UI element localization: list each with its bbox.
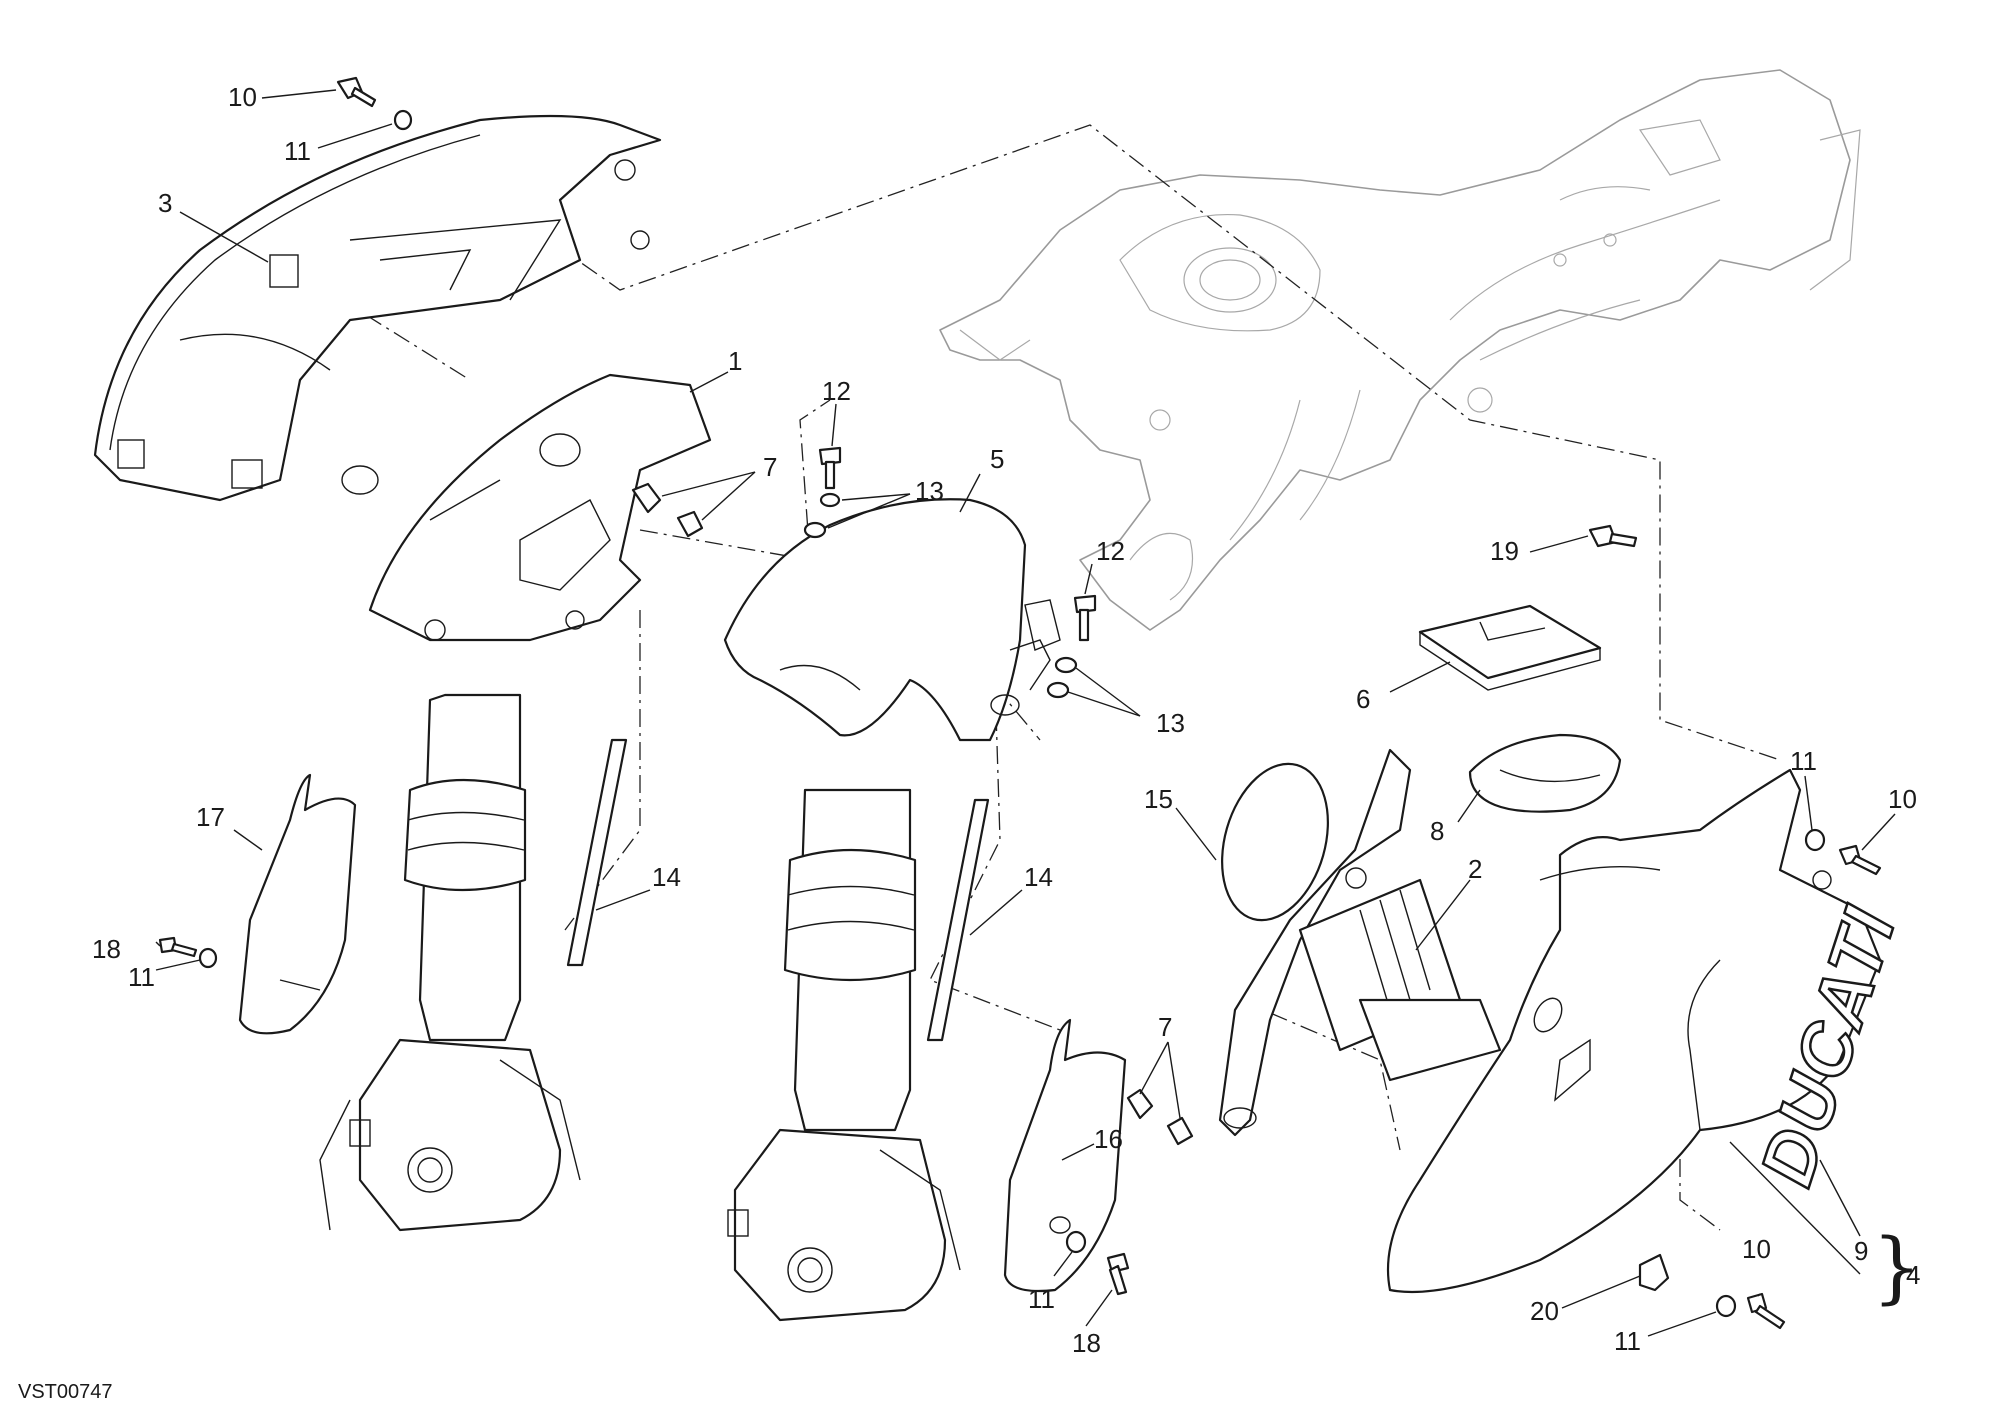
callout-17: 17	[196, 802, 225, 832]
callout-15: 15	[1144, 784, 1173, 814]
callout-12-top: 12	[822, 376, 851, 406]
callout-11-bottom-mid: 11	[1028, 1284, 1055, 1314]
part-15-o-ring	[1221, 762, 1329, 922]
callout-4-brace: }	[1872, 1223, 1922, 1313]
washer-13-mid-a	[1054, 656, 1078, 674]
washer-11-top	[393, 109, 413, 131]
fastener-7-mid-b	[1166, 1116, 1194, 1146]
callout-10-right: 10	[1888, 784, 1917, 814]
fork-left	[319, 693, 581, 1232]
fastener-7-mid-a	[1126, 1088, 1154, 1120]
fork-right	[727, 788, 961, 1322]
part-8-pad	[1468, 733, 1622, 813]
part-3-upper-fairing	[93, 114, 662, 502]
callout-7-mid: 7	[1158, 1012, 1172, 1042]
callout-14-right: 14	[1024, 862, 1053, 892]
screw-12-top	[818, 446, 842, 466]
fastener-7-left-b	[676, 510, 704, 538]
part-17-fork-cover-left	[238, 773, 357, 1035]
callout-7-left: 7	[763, 452, 777, 482]
callout-labels: 10 11 3 1 7 12 13 5 12 13 19 6 17 18 11 …	[92, 82, 1922, 1358]
washer-13-mid-b	[1046, 681, 1070, 699]
callout-2: 2	[1468, 854, 1482, 884]
part-5-mudguard	[723, 498, 1061, 742]
part-1-inner-fairing	[368, 373, 712, 642]
leader-lines	[155, 89, 1896, 1337]
callout-5: 5	[990, 444, 1004, 474]
part-16-fork-cover-right	[1003, 1018, 1127, 1293]
screw-12-mid	[1073, 594, 1097, 614]
callout-3: 3	[158, 188, 172, 218]
washer-13-top-b	[803, 521, 827, 539]
callout-6: 6	[1356, 684, 1370, 714]
part-6-card	[1418, 604, 1602, 691]
fastener-7-left-a	[631, 482, 662, 514]
callout-9: 9	[1854, 1236, 1868, 1266]
callout-13-mid: 13	[1156, 708, 1185, 738]
callout-1: 1	[728, 346, 742, 376]
washer-11-bottom-right	[1715, 1294, 1737, 1318]
callout-11-top: 11	[284, 136, 311, 166]
callout-20: 20	[1530, 1296, 1559, 1326]
callout-14-left: 14	[652, 862, 681, 892]
callout-4: 4	[1906, 1260, 1920, 1290]
callout-13-top: 13	[915, 476, 944, 506]
washer-13-top-a	[819, 492, 841, 508]
part-20-clip	[1638, 1253, 1670, 1292]
part-14-rods	[566, 738, 990, 1042]
figure-code: VST00747	[18, 1381, 113, 1403]
part-2-inner-panel	[1218, 748, 1502, 1137]
frame-ghost	[939, 69, 1861, 631]
washer-11-bottom-mid	[1065, 1230, 1087, 1254]
part-4-side-fairing: DUCATI	[1386, 768, 1913, 1294]
washer-11-left	[198, 947, 218, 969]
callout-8: 8	[1430, 816, 1444, 846]
callout-11-bottom-right: 11	[1614, 1326, 1641, 1356]
washer-11-right	[1804, 828, 1826, 852]
callout-18-bottom: 18	[1072, 1328, 1101, 1358]
callout-12-mid: 12	[1096, 536, 1125, 566]
callout-16: 16	[1094, 1124, 1123, 1154]
callout-11-left: 11	[128, 962, 155, 992]
callout-19: 19	[1490, 536, 1519, 566]
callout-18-left: 18	[92, 934, 121, 964]
callout-10-bottom: 10	[1742, 1234, 1771, 1264]
callout-11-right: 11	[1790, 746, 1817, 776]
callout-10-top: 10	[228, 82, 257, 112]
fasteners	[158, 76, 1882, 1330]
